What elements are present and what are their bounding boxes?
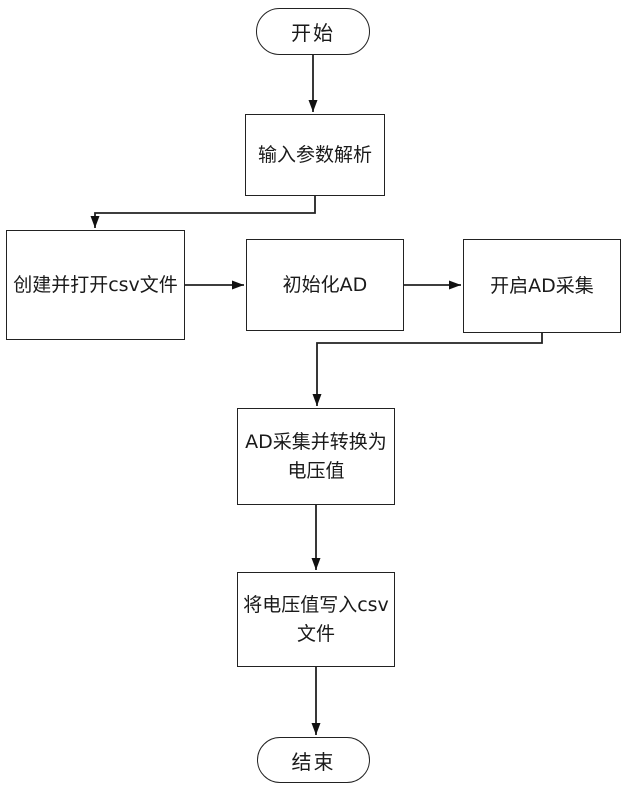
- node-label-create-csv: 创建并打开csv文件: [13, 273, 178, 296]
- node-label-ad-convert: AD采集并转换为电压值: [245, 431, 387, 482]
- flowchart-node-parse-input: 输入参数解析: [245, 114, 385, 196]
- node-label-start-ad: 开启AD采集: [490, 274, 594, 297]
- node-label-end: 结束: [291, 749, 336, 774]
- node-label-init-ad: 初始化AD: [282, 273, 368, 296]
- flowchart-node-write-csv: 将电压值写入csv文件: [237, 572, 395, 667]
- flowchart-node-start-ad: 开启AD采集: [463, 239, 621, 333]
- edge-parse-to-create-csv: [90, 196, 316, 228]
- flowchart-node-init-ad: 初始化AD: [246, 239, 404, 331]
- edge-start-ad-to-convert: [312, 333, 543, 406]
- node-label-write-csv: 将电压值写入csv文件: [243, 594, 389, 645]
- flowchart-node-ad-convert: AD采集并转换为电压值: [237, 408, 395, 505]
- node-label-parse-input: 输入参数解析: [257, 143, 372, 166]
- node-label-start: 开始: [291, 21, 335, 45]
- flowchart-node-start: 开始: [256, 8, 370, 55]
- flowchart-node-end: 结束: [257, 737, 370, 783]
- flowchart-node-create-csv: 创建并打开csv文件: [6, 230, 185, 340]
